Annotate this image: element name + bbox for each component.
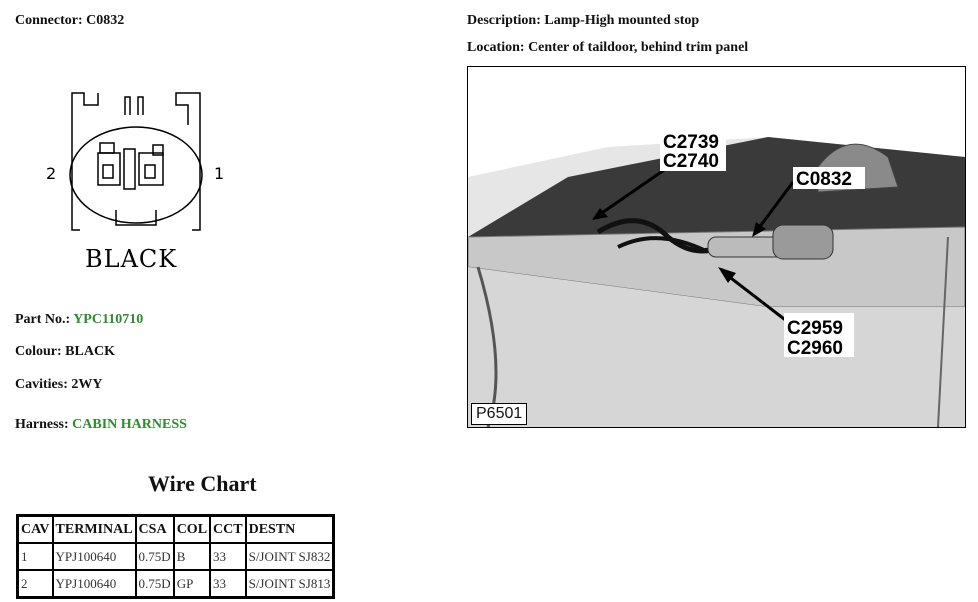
description: Description: Lamp-High mounted stop: [467, 13, 700, 28]
col-terminal: TERMINAL: [51, 514, 137, 544]
part-number: Part No.: YPC110710: [15, 312, 144, 327]
location: Location: Center of taildoor, behind tri…: [467, 40, 749, 55]
wire-chart-title: Wire Chart: [148, 471, 257, 496]
connector-face-diagram: 2 1 BLACK: [46, 92, 224, 273]
callout-c2740: C2740: [663, 151, 719, 172]
harness: Harness: CABIN HARNESS: [15, 417, 187, 432]
col-cct: CCT: [209, 514, 247, 544]
callout-c0832: C0832: [796, 169, 852, 190]
table-row: 1 YPJ100640 0.75D B 33 S/JOINT SJ832: [16, 542, 335, 571]
colour-caption: BLACK: [85, 245, 177, 273]
table-header-row: CAV TERMINAL CSA COL CCT DESTN: [16, 514, 335, 544]
callout-c2959: C2959: [787, 318, 843, 339]
col-col: COL: [172, 514, 212, 544]
pin-1-label: 1: [214, 164, 224, 183]
connector-id: Connector: C0832: [15, 13, 125, 28]
callout-c2739: C2739: [663, 132, 719, 153]
photo-id-label: P6501: [471, 403, 528, 425]
location-photo: C2739 C2740 C0832 C2959 C2960 P6501: [467, 66, 966, 428]
pin-2-label: 2: [46, 164, 56, 183]
col-cav: CAV: [16, 514, 54, 544]
vehicle-illustration: C2739 C2740 C0832 C2959 C2960: [468, 67, 965, 427]
col-destn: DESTN: [244, 514, 335, 544]
wire-chart-table: CAV TERMINAL CSA COL CCT DESTN 1 YPJ1006…: [16, 514, 336, 599]
cavities: Cavities: 2WY: [15, 377, 103, 392]
callout-c2960: C2960: [787, 338, 843, 359]
col-csa: CSA: [134, 514, 175, 544]
table-row: 2 YPJ100640 0.75D GP 33 S/JOINT SJ813: [16, 569, 335, 599]
colour: Colour: BLACK: [15, 344, 115, 359]
